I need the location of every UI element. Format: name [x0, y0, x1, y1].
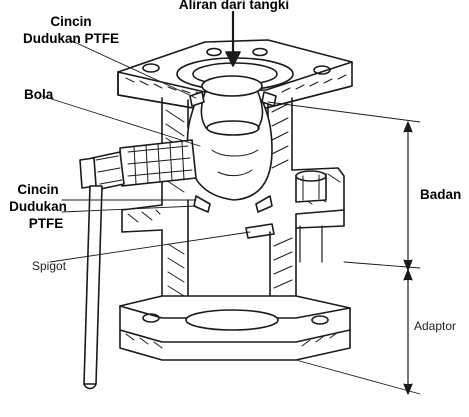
seat-ring-top-label-line1: Cincin [50, 14, 92, 29]
flow-label: Aliran dari tangki [178, 0, 290, 12]
flow-arrow [225, 10, 241, 67]
stem-assembly [79, 139, 197, 390]
body-label: Badan [420, 187, 462, 202]
ball [186, 75, 273, 201]
spigot [245, 223, 275, 239]
seat-ring-bottom-label-line1: Cincin [17, 182, 59, 197]
top-flange [117, 39, 353, 111]
seat-ring-bottom-label-line3: PTFE [28, 216, 64, 231]
seat-ring-top-label-line2: Dudukan PTFE [22, 31, 119, 46]
flange-bolt [295, 170, 327, 263]
adaptor [119, 227, 351, 361]
dimension-arrows [403, 121, 413, 395]
spigot-label: Spigot [32, 259, 67, 273]
ball-label: Bola [24, 87, 54, 102]
seat-ring-bottom-label-line2: Dudukan [9, 199, 67, 214]
adaptor-label: Adaptor [414, 319, 457, 333]
